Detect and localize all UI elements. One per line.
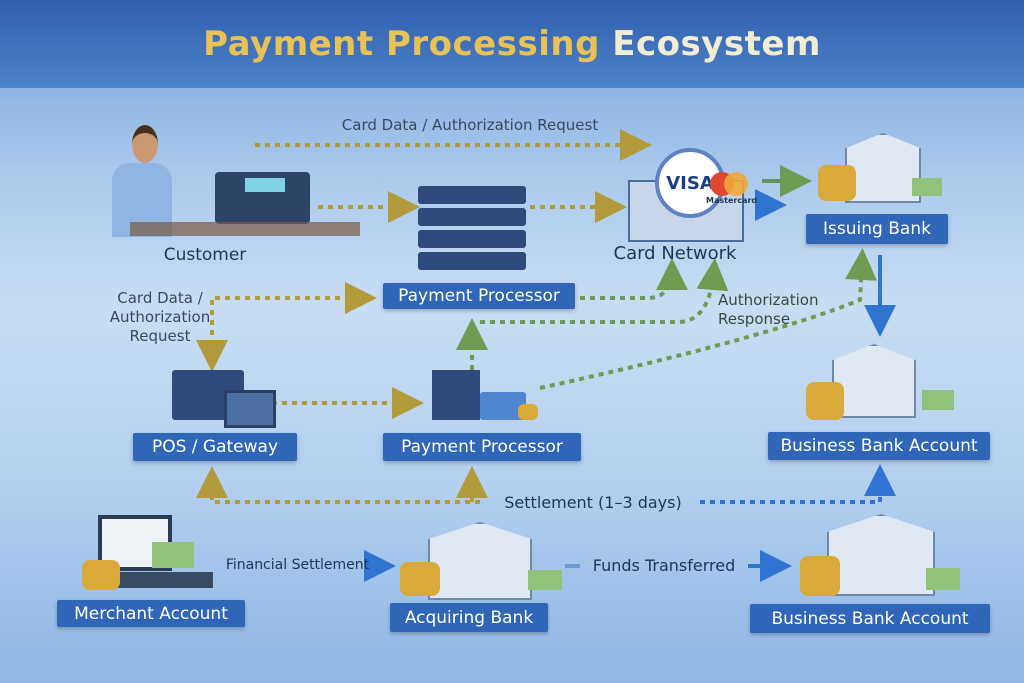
coins-icon (818, 165, 856, 201)
issuing-bank-building-icon (845, 133, 921, 203)
server-rack-icon (418, 186, 526, 270)
issuing-bank-box: Issuing Bank (806, 214, 948, 244)
arrow-processor-to-network (580, 258, 688, 300)
arrow-settlement-left (196, 466, 480, 504)
acquiring-bank-building-icon (428, 522, 532, 600)
cash-icon-bottom (926, 568, 960, 590)
pos-terminal-icon (224, 390, 276, 428)
cash-icon-acquiring (528, 570, 562, 590)
coins-icon-business (806, 382, 844, 420)
customer-person-icon (110, 125, 180, 237)
payment-processor-mid-box: Payment Processor (383, 433, 581, 461)
authorization-response-label: Authorization Response (718, 291, 819, 328)
coins-icon-merchant (82, 560, 120, 590)
processor-server-icon (432, 370, 480, 420)
financial-settlement-label: Financial Settlement (225, 557, 370, 573)
payment-processor-top-box: Payment Processor (383, 283, 575, 309)
coins-icon-bottom (800, 556, 840, 596)
funds-transferred-label: Funds Transferred (592, 556, 736, 575)
business-bank-building-icon-bottom (827, 514, 935, 596)
card-data-left-label: Card Data / Authorization Request (109, 289, 211, 345)
card-terminal-icon (215, 172, 310, 224)
card-data-top-label: Card Data / Authorization Request (341, 116, 599, 134)
customer-label: Customer (163, 245, 247, 265)
cash-icon-merchant (152, 542, 194, 568)
coins-icon-processor (518, 404, 538, 420)
keyboard-icon (118, 572, 213, 588)
page-title: Payment Processing Ecosystem (203, 24, 821, 64)
pos-gateway-box: POS / Gateway (133, 433, 297, 461)
cash-icon-business (922, 390, 954, 410)
title-band (0, 0, 1024, 88)
cash-icon (912, 178, 942, 196)
coins-icon-acquiring (400, 562, 440, 596)
settlement-label: Settlement (1–3 days) (504, 493, 682, 512)
card-network-label: Card Network (613, 243, 737, 264)
acquiring-bank-box: Acquiring Bank (390, 603, 548, 632)
business-bank-account-bottom-box: Business Bank Account (750, 604, 990, 633)
arrow-auth-response-loop (480, 258, 729, 324)
business-bank-building-icon (832, 344, 916, 418)
arrow-processor-to-issuing (539, 248, 877, 390)
desk-icon (130, 222, 360, 236)
mastercard-logo: Mastercard (706, 172, 758, 205)
arrow-settlement-right (700, 464, 896, 504)
merchant-account-box: Merchant Account (57, 600, 245, 627)
business-bank-account-mid-box: Business Bank Account (768, 432, 990, 460)
